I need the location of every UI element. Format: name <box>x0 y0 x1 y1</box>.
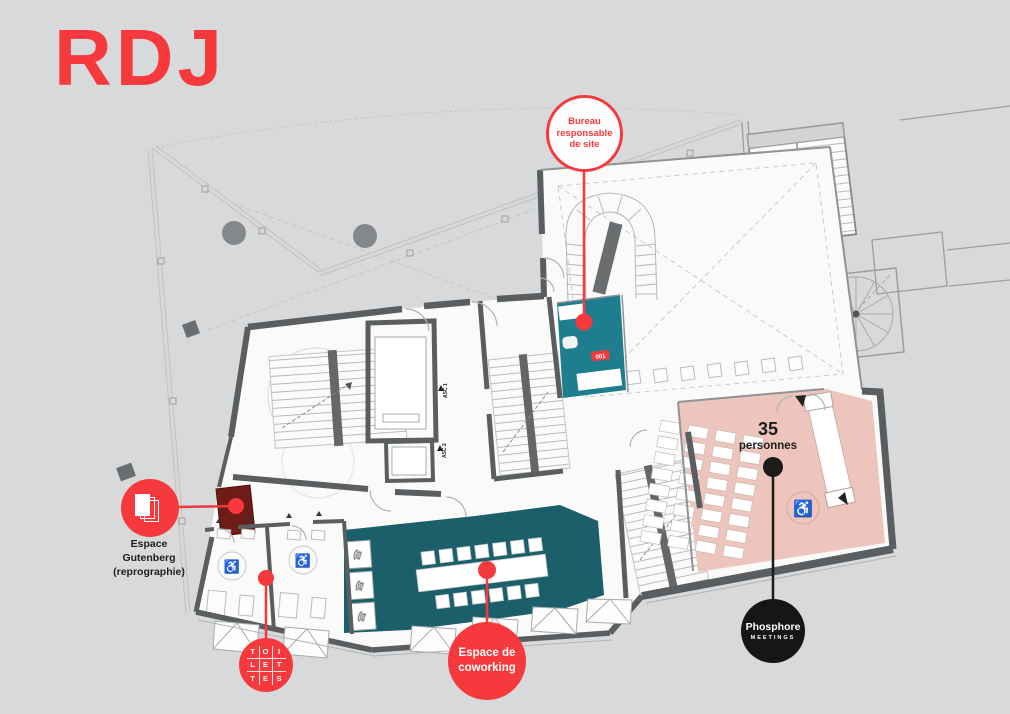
room-number-badge: 001 <box>595 354 606 361</box>
door-arcs <box>219 257 826 544</box>
coworking-marker-dot <box>478 561 496 579</box>
capacity-number: 35 <box>757 419 779 439</box>
document-stack-icon <box>135 494 165 522</box>
meeting-room-capacity: 35 personnes <box>718 419 818 452</box>
toilets-fixtures: ♿ ♿ <box>205 511 327 620</box>
phosphore-name: Phosphore <box>745 621 801 633</box>
elevator-labels: ASC 1 ASC 2 <box>437 383 449 458</box>
bureau-label: Bureau responsable de site <box>556 115 613 151</box>
asc1-label: ASC 1 <box>443 383 449 398</box>
gutenberg-marker-dot <box>228 498 244 514</box>
callout-espace-gutenberg <box>121 479 179 537</box>
phone-icon: ☎ <box>356 610 370 625</box>
asc2-label: ASC 2 <box>442 443 448 458</box>
phone-icon: ☎ <box>354 579 368 594</box>
phosphore-subtitle: MEETINGS <box>750 635 796 641</box>
bureau-marker-dot <box>575 313 593 331</box>
phone-booths: ☎ ☎ ☎ <box>343 539 377 632</box>
terrace-columns <box>116 221 377 482</box>
top-room-details <box>557 162 844 398</box>
elevators <box>374 336 427 476</box>
callout-espace-coworking: Espace de coworking <box>448 622 526 700</box>
page-title: RDJ <box>54 13 227 102</box>
phone-icon: ☎ <box>351 548 365 563</box>
toilettes-marker-dot <box>258 570 274 586</box>
callout-connectors <box>176 170 783 640</box>
svg-text:♿: ♿ <box>793 499 813 518</box>
callout-bureau-responsable: Bureau responsable de site <box>546 95 623 172</box>
left-stairwell <box>267 346 408 499</box>
site-boundary-lines <box>147 107 742 615</box>
center-right-stairwell <box>487 352 571 476</box>
capacity-unit: personnes <box>738 439 798 452</box>
gutenberg-label: Espace Gutenberg (reprographie) <box>113 538 185 579</box>
wheelchair-icon: ♿ <box>224 559 240 574</box>
wheelchair-icon: ♿ <box>295 553 311 568</box>
coworking-label: Espace de coworking <box>458 647 516 674</box>
meeting-room-sideboard <box>795 391 856 509</box>
phosphore-marker-dot <box>763 457 783 477</box>
wheelchair-symbol-meeting: ♿ <box>786 491 820 525</box>
callout-phosphore-meetings: Phosphore MEETINGS <box>741 599 805 663</box>
